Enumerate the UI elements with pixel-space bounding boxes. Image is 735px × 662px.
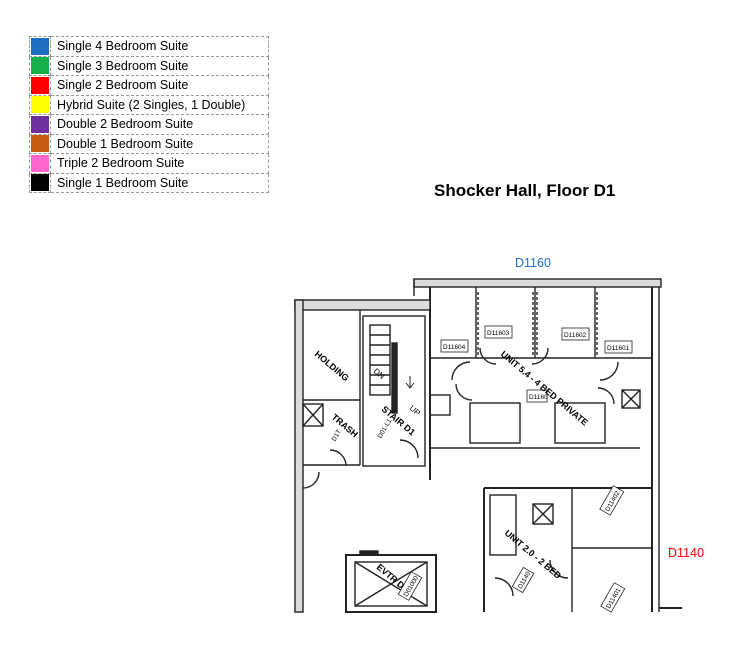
stair-treads (369, 324, 391, 396)
room-tag-box (440, 339, 469, 353)
legend-row: Single 3 Bedroom Suite (29, 55, 269, 76)
bathroom (489, 494, 517, 556)
room-tag: D11601 (607, 345, 630, 352)
trash-chute (302, 403, 324, 427)
stair-enclosure (362, 315, 426, 467)
room-tag: D11604 (443, 344, 466, 351)
legend-swatch-color (31, 57, 49, 75)
unit-label-d1160: D1160 (515, 256, 551, 270)
legend-row: Single 2 Bedroom Suite (29, 75, 269, 96)
elevator-door (359, 550, 379, 556)
legend-row: Double 2 Bedroom Suite (29, 114, 269, 135)
bathroom (554, 402, 606, 444)
legend-swatch-color (31, 96, 49, 114)
legend-swatch-color (31, 76, 49, 94)
room-tag-box (599, 485, 625, 516)
room-label-holding: HOLDING (313, 349, 351, 383)
elevator-car (354, 561, 428, 607)
unit-label-54: UNIT 5.4 - 4 BED PRIVATE (499, 349, 590, 428)
closet-box (429, 394, 451, 416)
door-swing (531, 347, 549, 365)
stair-top-wall (294, 299, 431, 311)
elevator-x (354, 561, 428, 607)
unit-label-d1140: D1140 (668, 546, 704, 560)
closet-x (621, 389, 641, 409)
legend-swatch-color (31, 154, 49, 172)
legend-label: Single 2 Bedroom Suite (50, 75, 269, 96)
stair-rail (391, 342, 398, 414)
legend-row: Single 1 Bedroom Suite (29, 172, 269, 193)
west-wall (294, 299, 304, 613)
closet-x (532, 503, 554, 525)
door-swing (599, 361, 619, 381)
legend-swatch-color (31, 37, 49, 55)
room-tag: D11603 (487, 330, 510, 337)
stair-dn-label: DN (372, 367, 387, 381)
legend-swatch (29, 36, 51, 57)
bathroom (469, 402, 521, 444)
legend-swatch-color (31, 174, 49, 192)
stair-up-label: UP (408, 404, 422, 418)
legend-label: Triple 2 Bedroom Suite (50, 153, 269, 174)
door-swing (455, 383, 473, 401)
room-tag-box (561, 327, 590, 341)
room-tag-box (600, 582, 626, 613)
legend-label: Double 2 Bedroom Suite (50, 114, 269, 135)
page-title: Shocker Hall, Floor D1 (434, 181, 616, 200)
legend-swatch (29, 75, 51, 96)
closet-box (532, 503, 554, 525)
legend-row: Triple 2 Bedroom Suite (29, 153, 269, 174)
room-tag: D1T (331, 429, 343, 443)
room-tag: D1160 (529, 394, 548, 401)
elevator-shaft (345, 554, 437, 613)
room-tag: D11602 (564, 332, 587, 339)
room-tag-box (511, 566, 535, 594)
door-swing (451, 361, 471, 381)
closet-box (621, 389, 641, 409)
door-swing (329, 449, 347, 467)
door-swing (479, 347, 497, 365)
room-tag-box (484, 325, 513, 339)
legend-label: Single 1 Bedroom Suite (50, 172, 269, 193)
room-tag-box (526, 389, 548, 403)
legend-table: Single 4 Bedroom Suite Single 3 Bedroom … (29, 36, 269, 193)
legend-swatch-color (31, 135, 49, 153)
legend-swatch-color (31, 115, 49, 133)
legend-swatch (29, 153, 51, 174)
door-swing (399, 439, 419, 459)
room-tag-box (604, 340, 633, 354)
top-wall (413, 278, 662, 288)
door-swing (302, 471, 320, 489)
stair-arrow-icon (405, 376, 415, 389)
room-tag-box (397, 571, 423, 601)
door-swing (494, 577, 514, 597)
legend-swatch (29, 172, 51, 193)
door-swing (549, 559, 569, 579)
door-swing (597, 387, 615, 405)
chute-x (302, 403, 324, 427)
